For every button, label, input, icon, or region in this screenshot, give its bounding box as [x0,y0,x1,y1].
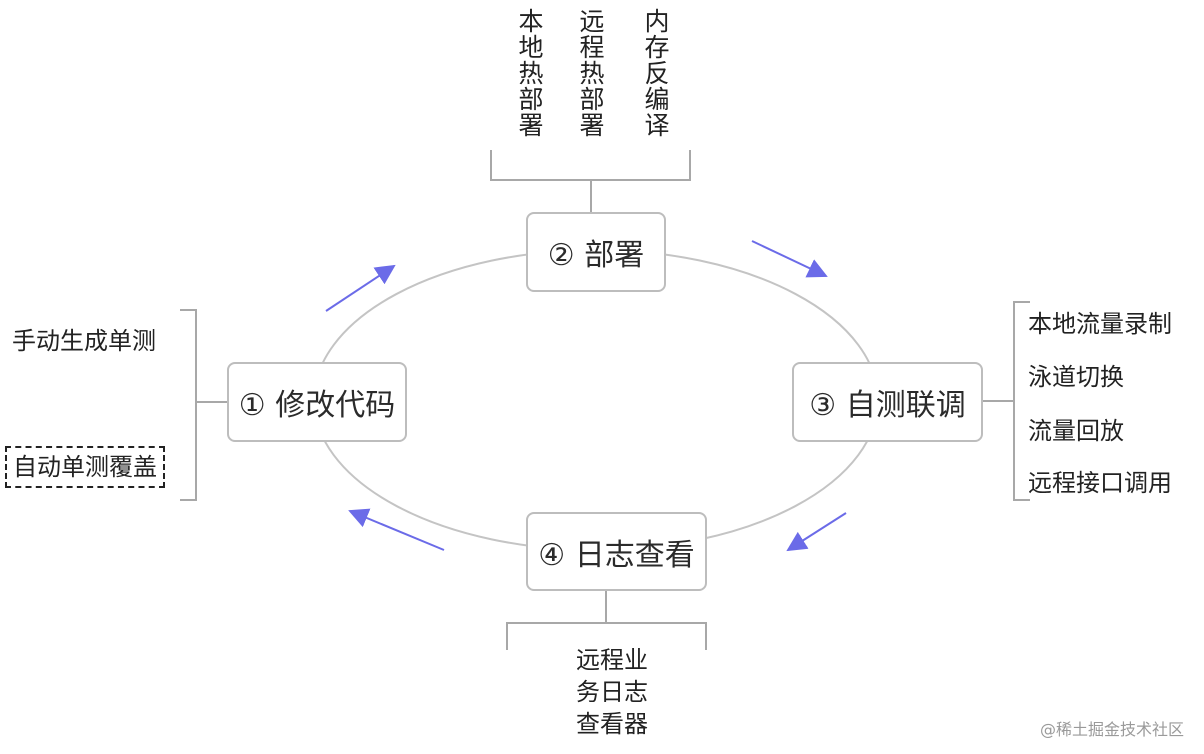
node-deploy: ② 部署 [526,212,666,292]
flow-arrow-selftest-to-logs [786,512,847,552]
code-item-auto-unit-test-coverage: 自动单测覆盖 [5,446,165,488]
node-deploy-label: ② 部署 [547,238,645,273]
deploy-item-local-hot-deploy: 本地热部署 [515,8,544,138]
deploy-item-remote-hot-deploy: 远程热部署 [576,8,605,138]
node-modify-code: ① 修改代码 [227,362,407,442]
code-item-manual-unit-test: 手动生成单测 [12,327,156,355]
selftest-bracket [983,301,1030,501]
logs-item-remote-business-log-viewer: 远程业 务日志 查看器 [576,646,648,738]
node-log-view-label: ④ 日志查看 [538,537,695,573]
node-self-test-label: ③ 自测联调 [809,388,966,423]
selftest-item-local-traffic-record: 本地流量录制 [1028,310,1172,338]
node-log-view: ④ 日志查看 [526,512,707,591]
node-modify-code-label: ① 修改代码 [238,388,396,423]
selftest-item-lane-switch: 泳道切换 [1028,363,1124,391]
deploy-item-memory-decompile: 内存反编译 [641,8,670,138]
deploy-bracket [490,150,691,212]
selftest-item-remote-api-call: 远程接口调用 [1028,469,1172,497]
selftest-item-traffic-replay: 流量回放 [1028,417,1124,445]
flow-arrow-code-to-deploy [325,264,396,312]
flow-arrow-logs-to-code [348,508,445,551]
node-self-test: ③ 自测联调 [792,362,983,442]
logs-bracket [506,591,707,650]
code-bracket [180,309,227,501]
watermark-text: @稀土掘金技术社区 [1039,720,1184,739]
flow-arrow-deploy-to-selftest [751,240,828,278]
